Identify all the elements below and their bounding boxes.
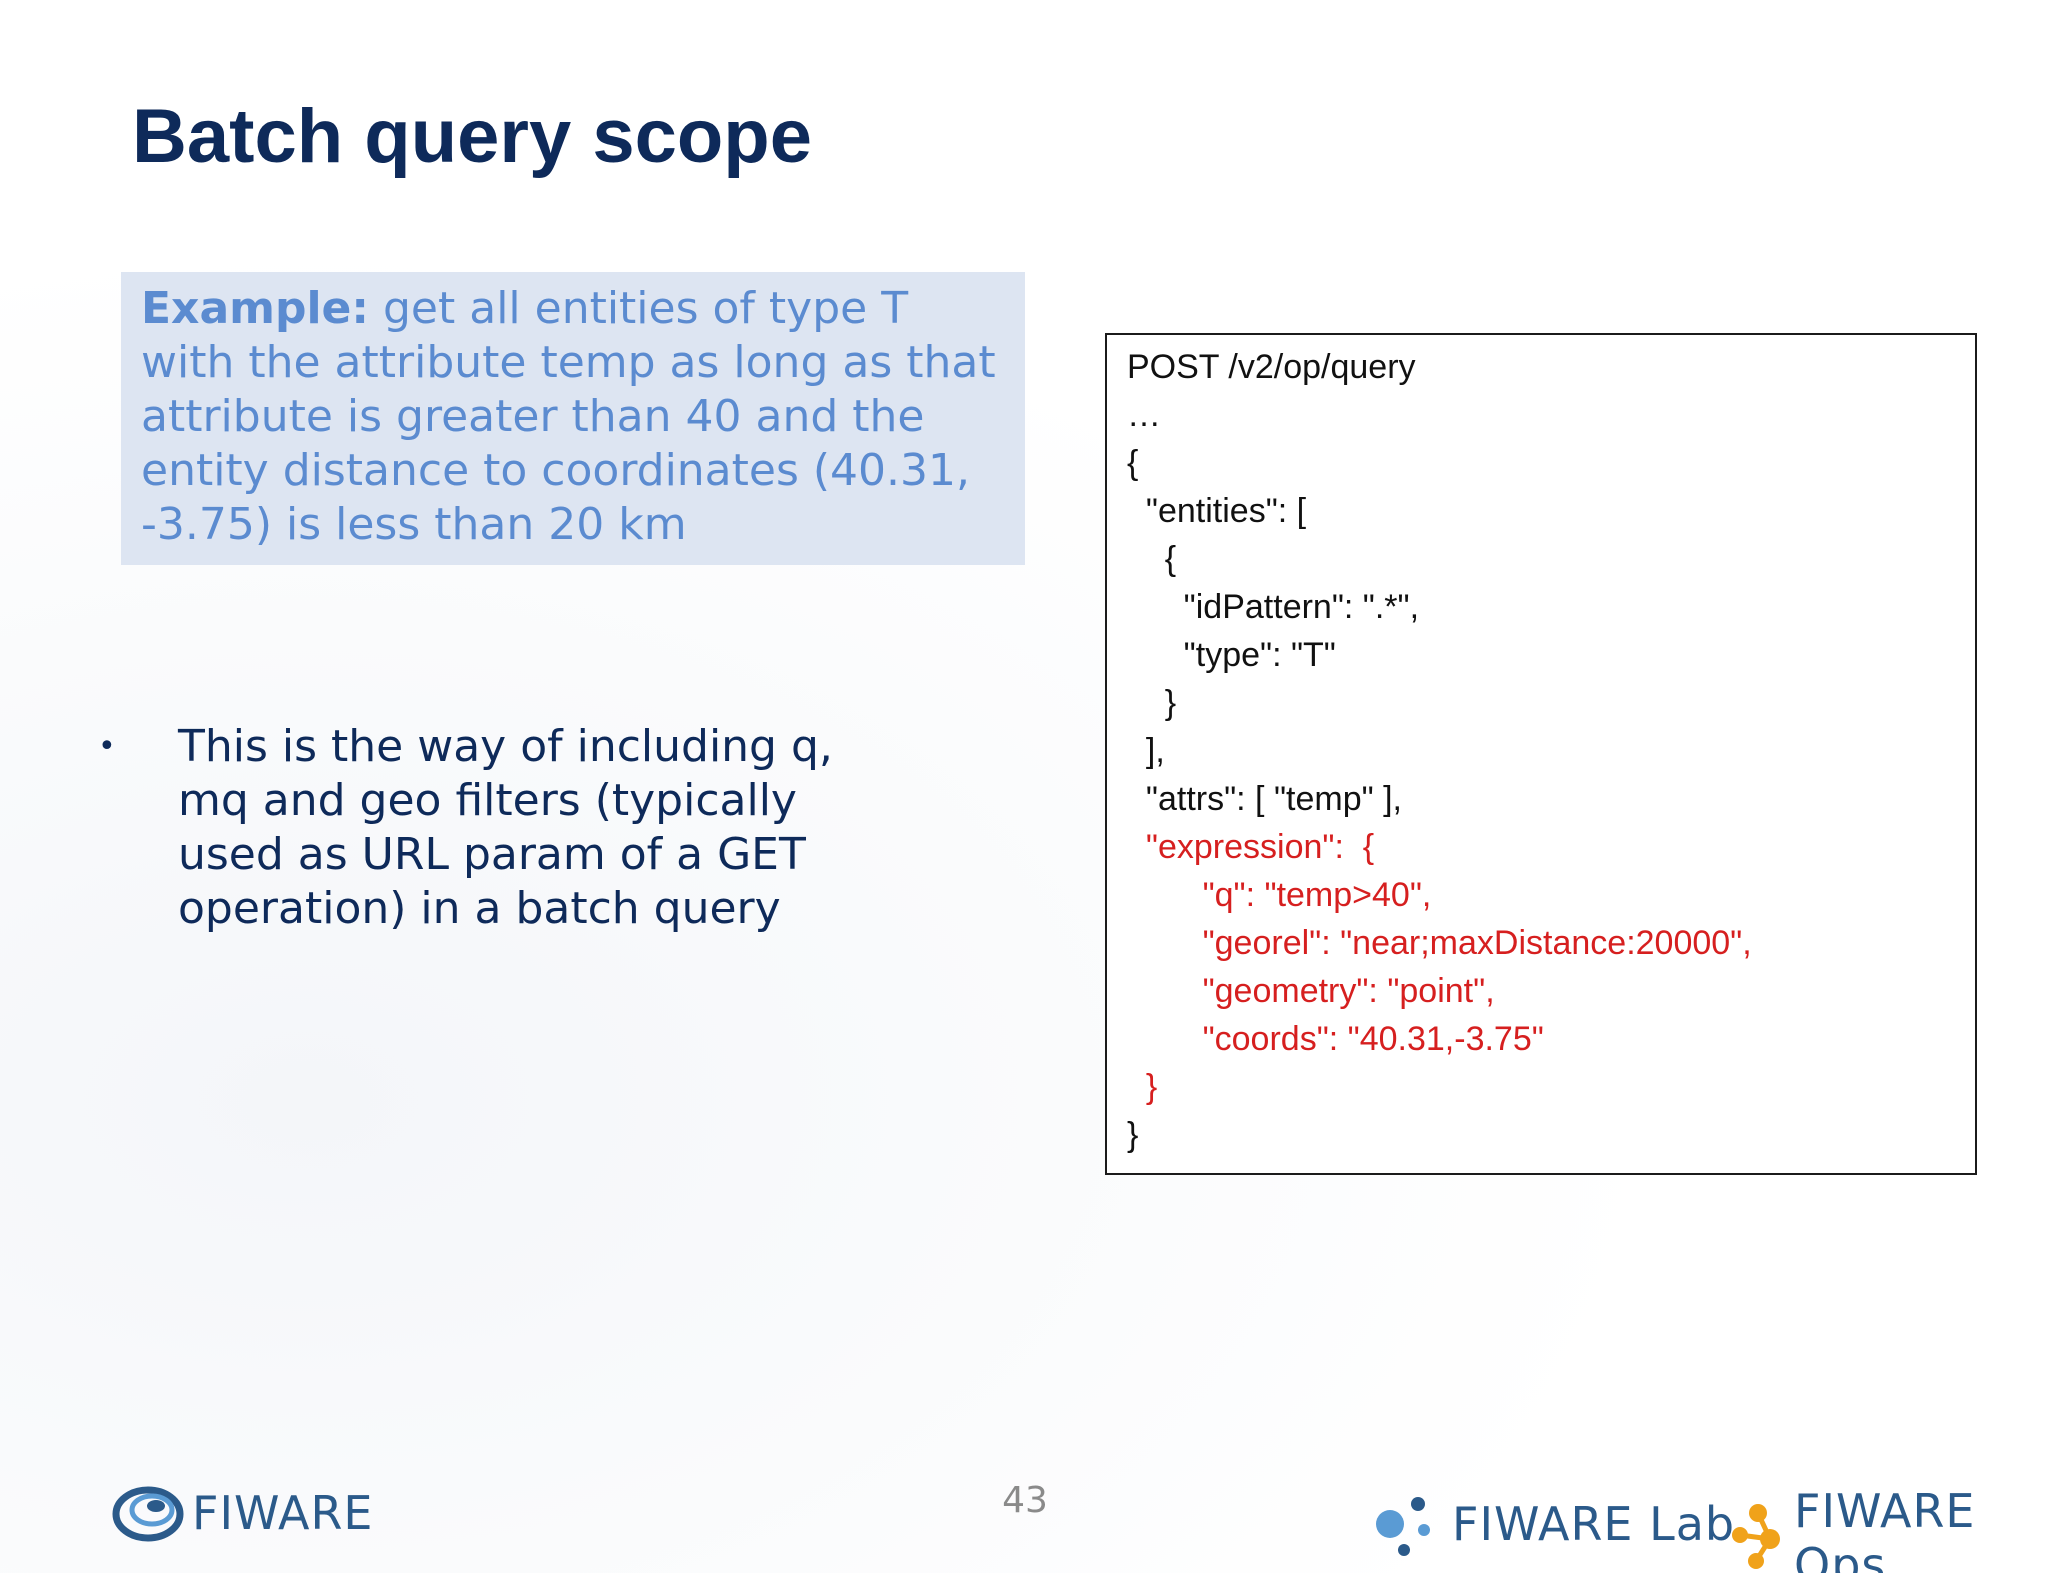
code-line-highlight: } [1127, 1068, 1158, 1106]
code-block: POST /v2/op/query … { "entities": [ { "i… [1105, 333, 1977, 1175]
fiware-lab-logo-text: FIWARE Lab [1452, 1497, 1736, 1551]
bullet-marker: • [98, 729, 116, 764]
code-line: { [1127, 444, 1139, 482]
fiware-ops-logo-text: FIWARE Ops [1794, 1484, 1976, 1573]
fiware-lab-logo: FIWARE Lab [1368, 1484, 1735, 1564]
fiware-logo-text: FIWARE [192, 1486, 374, 1540]
example-label: Example: [141, 283, 369, 334]
slide-title: Batch query scope [132, 94, 812, 179]
fiware-ops-nodes-icon [1728, 1501, 1786, 1573]
code-line: "attrs": [ "temp" ], [1127, 780, 1403, 818]
code-line: … [1127, 396, 1161, 434]
code-line-highlight: "expression": { [1127, 828, 1375, 866]
code-line: } [1127, 684, 1177, 722]
code-line-highlight: "geometry": "point", [1127, 972, 1495, 1010]
fiware-logo: FIWARE [112, 1478, 374, 1548]
example-callout: Example: get all entities of type T with… [121, 272, 1025, 565]
code-line-highlight: "coords": "40.31,-3.75" [1127, 1020, 1544, 1058]
fiware-swirl-icon [112, 1478, 184, 1548]
code-line-highlight: "q": "temp>40", [1127, 876, 1432, 914]
fiware-lab-dots-icon [1368, 1484, 1444, 1564]
code-line: "idPattern": ".*", [1127, 588, 1420, 626]
code-line: POST /v2/op/query [1127, 348, 1416, 386]
page-number: 43 [1002, 1480, 1048, 1521]
example-text: get all entities of type T with the attr… [141, 283, 996, 550]
code-line: { [1127, 540, 1177, 578]
fiware-ops-logo: FIWARE Ops [1728, 1484, 2048, 1573]
bullet-text: This is the way of including q, mq and g… [178, 721, 833, 934]
code-line: "entities": [ [1127, 492, 1307, 530]
code-line: "type": "T" [1127, 636, 1336, 674]
code-line-highlight: "georel": "near;maxDistance:20000", [1127, 924, 1752, 962]
code-line: } [1127, 1116, 1139, 1154]
code-line: ], [1127, 732, 1165, 770]
